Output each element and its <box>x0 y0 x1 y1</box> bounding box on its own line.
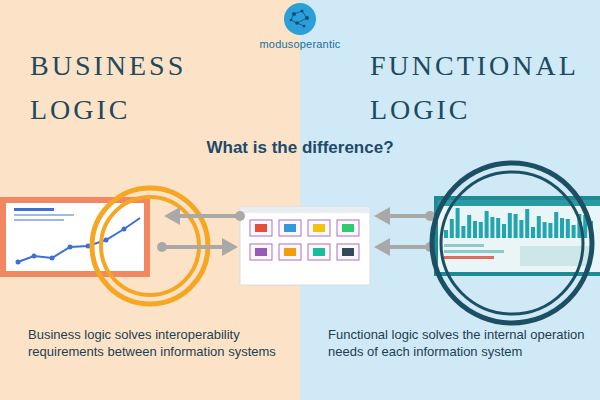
panel-heading: BUSINESS LOGIC <box>30 44 245 132</box>
panel-description: Functional logic solves the internal ope… <box>328 326 594 360</box>
logo-text: modusoperantic <box>200 38 400 50</box>
panel-band: FUNCTIONAL LOGIC Functional logic solves … <box>300 0 600 400</box>
title: What is the difference? <box>150 138 450 158</box>
panel-band: BUSINESS LOGIC Business logic solves inte… <box>0 0 300 400</box>
panel-description: Business logic solves interoperability r… <box>28 326 290 360</box>
panel-heading: FUNCTIONAL LOGIC <box>370 44 598 132</box>
